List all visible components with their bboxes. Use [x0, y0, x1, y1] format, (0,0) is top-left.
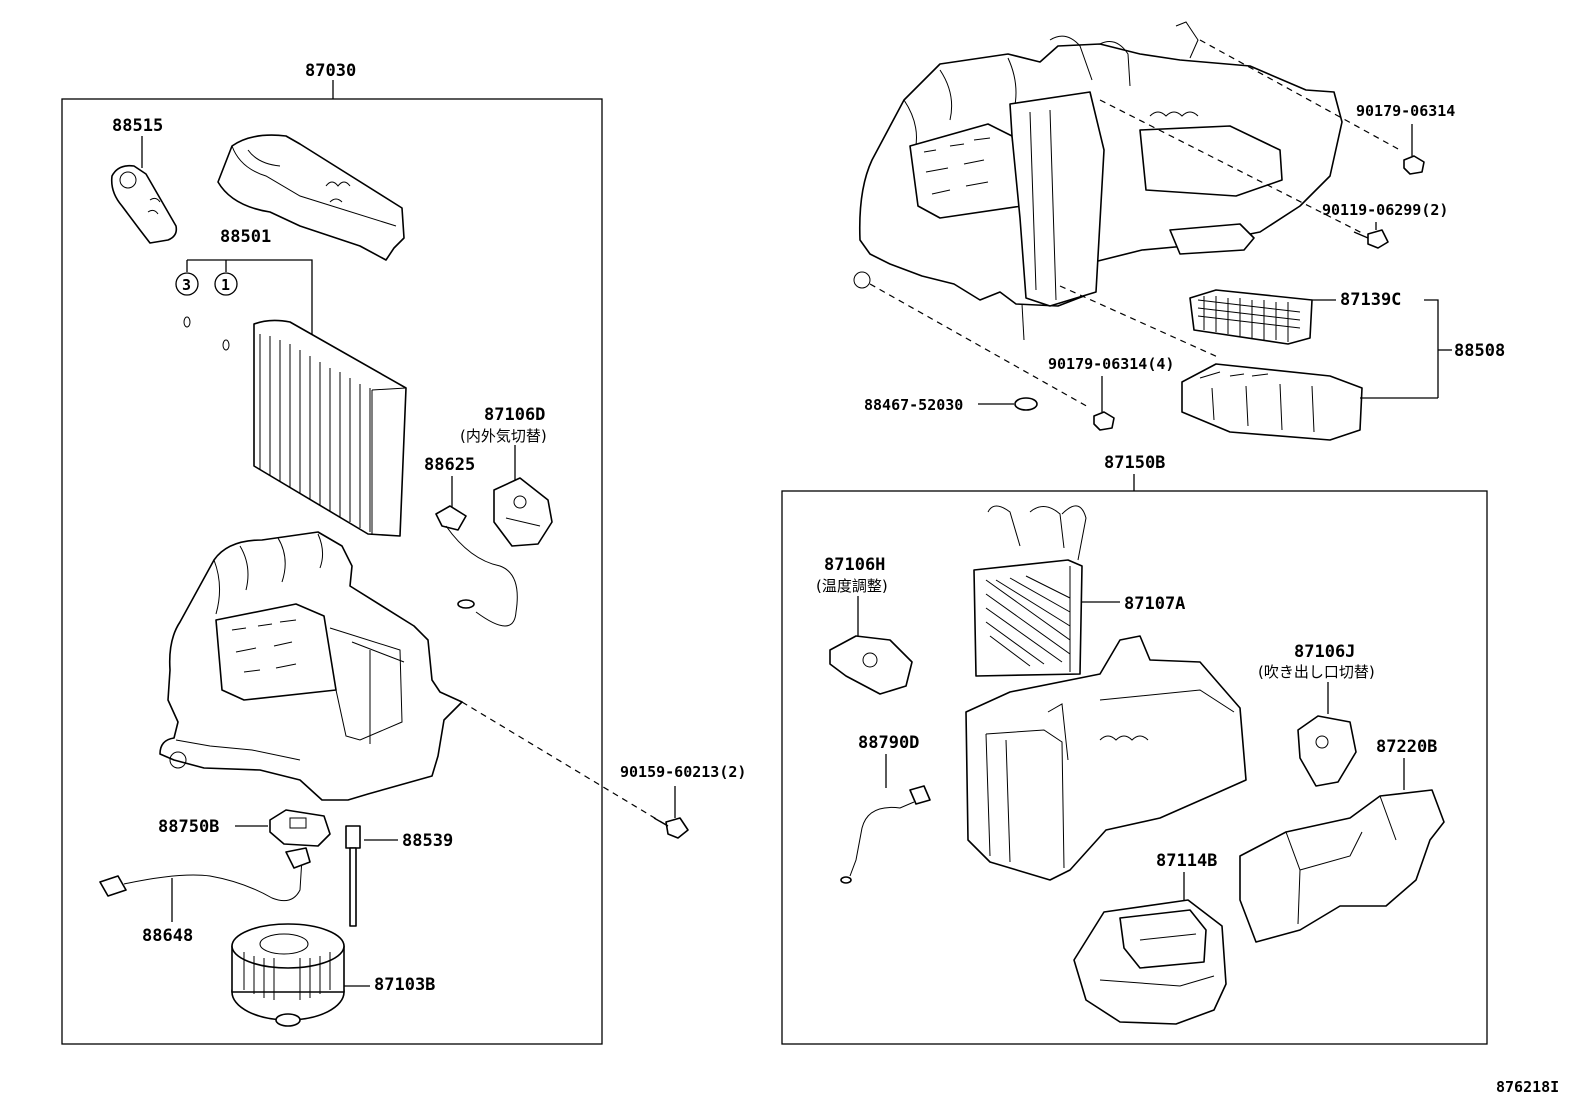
part-heater-case	[965, 635, 1247, 881]
part-87103B-blower	[231, 923, 345, 1027]
part-88625-sensor	[435, 505, 518, 627]
o-ring-1	[222, 339, 230, 351]
part-90119-screw	[1353, 229, 1389, 249]
part-87106H-servo	[829, 635, 913, 695]
part-87107A-heater-core	[973, 505, 1087, 677]
part-filter-frame	[1181, 363, 1363, 441]
label-87106D-note: (内外気切替)	[460, 427, 547, 445]
part-87114B-duct	[1073, 899, 1227, 1025]
part-88467-grommet	[1014, 397, 1038, 411]
part-88515	[110, 164, 178, 244]
label-90179-a: 90179-06314	[1356, 102, 1455, 120]
label-90179-b: 90179-06314(4)	[1048, 355, 1174, 373]
label-87106H: 87106H	[824, 555, 885, 575]
label-87106D: 87106D	[484, 405, 545, 425]
label-88750B: 88750B	[158, 817, 219, 837]
label-88467: 88467-52030	[864, 396, 963, 414]
part-87106J-servo	[1297, 715, 1357, 787]
label-88625: 88625	[424, 455, 475, 475]
label-87106J-note: (吹き出し口切替)	[1258, 663, 1375, 681]
label-87220B: 87220B	[1376, 737, 1437, 757]
part-87220B-duct	[1239, 789, 1445, 943]
assembly-frame-right	[781, 490, 1488, 1045]
part-87106D-servo	[493, 477, 553, 547]
label-87106H-note: (温度調整)	[816, 577, 888, 595]
label-88790D: 88790D	[858, 733, 919, 753]
callout-circle-3	[175, 272, 199, 296]
label-87103B: 87103B	[374, 975, 435, 995]
part-88648-harness	[99, 847, 311, 902]
o-ring-3	[183, 316, 191, 328]
label-87114B: 87114B	[1156, 851, 1217, 871]
assembly-frame-left	[61, 98, 603, 1045]
label-88648: 88648	[142, 926, 193, 946]
callout-circle-1	[214, 272, 238, 296]
part-88501-evaporator	[253, 319, 407, 537]
part-90179-nut-b	[1093, 411, 1115, 431]
label-87030: 87030	[305, 61, 356, 81]
part-88790D-sensor	[840, 785, 931, 884]
label-87139C: 87139C	[1340, 290, 1401, 310]
part-90159-screw	[653, 817, 689, 839]
label-90159: 90159-60213(2)	[620, 763, 746, 781]
part-87139C-filter	[1189, 289, 1313, 345]
label-88501: 88501	[220, 227, 271, 247]
part-hvac-assembly	[853, 21, 1343, 341]
part-90179-nut-a	[1403, 155, 1425, 175]
part-88539-aspirator	[345, 825, 361, 927]
label-88539: 88539	[402, 831, 453, 851]
svg-text:3: 3	[182, 276, 191, 294]
part-88750B-resistor	[269, 809, 331, 847]
part-blower-case	[159, 531, 463, 801]
label-88508: 88508	[1454, 341, 1505, 361]
svg-text:1: 1	[221, 276, 230, 294]
part-duct-upper	[217, 134, 405, 261]
label-90119: 90119-06299(2)	[1322, 201, 1448, 219]
label-87150B: 87150B	[1104, 453, 1165, 473]
label-88515: 88515	[112, 116, 163, 136]
label-87107A: 87107A	[1124, 594, 1185, 614]
label-87106J: 87106J	[1294, 642, 1355, 662]
corner-code: 876218I	[1496, 1078, 1559, 1096]
